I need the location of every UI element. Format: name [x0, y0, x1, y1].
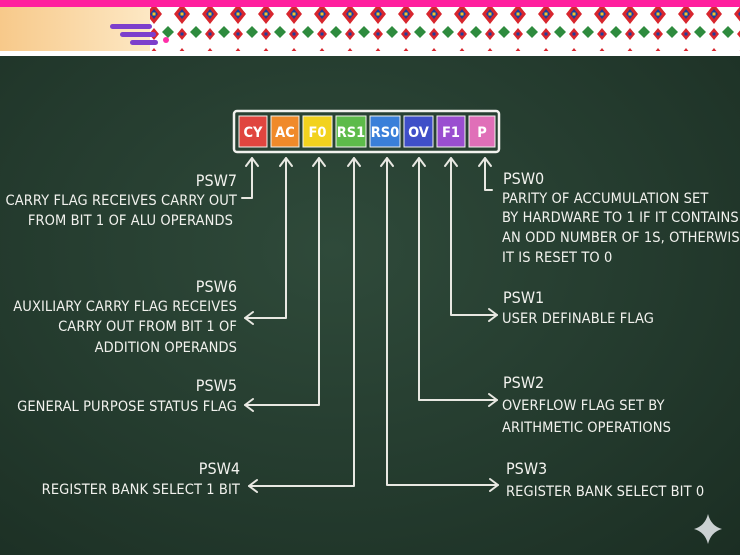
psw4-desc-line1: REGISTER BANK SELECT 1 BIT	[42, 482, 241, 498]
bit-label-p: P	[477, 125, 487, 141]
bit-label-rs1: RS1	[337, 125, 366, 141]
bit-label-f0: F0	[309, 125, 327, 141]
psw3-block: PSW3 REGISTER BANK SELECT BIT 0	[506, 459, 704, 500]
bit-label-ac: AC	[275, 125, 295, 141]
bit-label-f1: F1	[442, 125, 460, 141]
bit-cell-ac	[270, 115, 300, 148]
psw7-block: PSW7 CARRY FLAG RECEIVES CARRY OUT FROM …	[6, 171, 238, 229]
psw0-title: PSW0	[503, 169, 544, 188]
psw1-title: PSW1	[503, 288, 544, 307]
psw6-desc-line3: ADDITION OPERANDS	[95, 340, 237, 356]
psw0-desc-line3: AN ODD NUMBER OF 1S, OTHERWISE	[502, 230, 740, 246]
psw7-title: PSW7	[196, 171, 237, 190]
psw6-block: PSW6 AUXILIARY CARRY FLAG RECEIVES CARRY…	[13, 277, 237, 356]
bit-cell-f1	[436, 115, 466, 148]
bit-label-rs0: RS0	[371, 125, 400, 141]
psw4-title: PSW4	[199, 459, 240, 478]
psw7-desc-line1: CARRY FLAG RECEIVES CARRY OUT	[6, 193, 238, 209]
psw6-desc-line1: AUXILIARY CARRY FLAG RECEIVES	[13, 299, 237, 315]
psw0-block: PSW0 PARITY OF ACCUMULATION SET BY HARDW…	[502, 169, 740, 266]
psw2-block: PSW2 OVERFLOW FLAG SET BY ARITHMETIC OPE…	[502, 373, 671, 436]
psw5-title: PSW5	[196, 376, 237, 395]
sparkle-star-icon	[694, 514, 722, 544]
connector-wires	[241, 157, 499, 493]
streak-logo	[110, 24, 169, 45]
psw0-desc-line1: PARITY OF ACCUMULATION SET	[502, 191, 709, 207]
psw3-desc-line1: REGISTER BANK SELECT BIT 0	[506, 484, 704, 500]
bit-cell-cy	[238, 115, 268, 148]
bit-cell-rs0	[369, 115, 401, 148]
bit-label-cy: CY	[243, 125, 263, 141]
psw5-block: PSW5 GENERAL PURPOSE STATUS FLAG	[17, 376, 237, 415]
psw0-desc-line2: BY HARDWARE TO 1 IF IT CONTAINS	[502, 210, 739, 226]
psw6-desc-line2: CARRY OUT FROM BIT 1 OF	[58, 319, 237, 335]
bit-cell-p	[468, 115, 496, 148]
decorative-header-banner	[0, 0, 740, 56]
psw6-title: PSW6	[196, 277, 237, 296]
bit-label-ov: OV	[408, 125, 430, 141]
psw2-title: PSW2	[503, 373, 544, 392]
psw7-desc-line2: FROM BIT 1 OF ALU OPERANDS	[28, 213, 233, 229]
bit-cell-rs1	[335, 115, 367, 148]
psw5-desc-line1: GENERAL PURPOSE STATUS FLAG	[17, 399, 237, 415]
psw2-desc-line1: OVERFLOW FLAG SET BY	[502, 398, 665, 414]
psw1-desc-line1: USER DEFINABLE FLAG	[502, 311, 654, 327]
psw3-title: PSW3	[506, 459, 547, 478]
psw2-desc-line2: ARITHMETIC OPERATIONS	[502, 420, 671, 436]
psw4-block: PSW4 REGISTER BANK SELECT 1 BIT	[42, 459, 241, 498]
psw1-block: PSW1 USER DEFINABLE FLAG	[502, 288, 654, 327]
psw-register: CY AC F0 RS1 RS0 OV F1 P	[232, 109, 501, 154]
bit-cell-ov	[403, 115, 434, 148]
bit-cell-f0	[302, 115, 333, 148]
psw0-desc-line4: IT IS RESET TO 0	[502, 250, 612, 266]
